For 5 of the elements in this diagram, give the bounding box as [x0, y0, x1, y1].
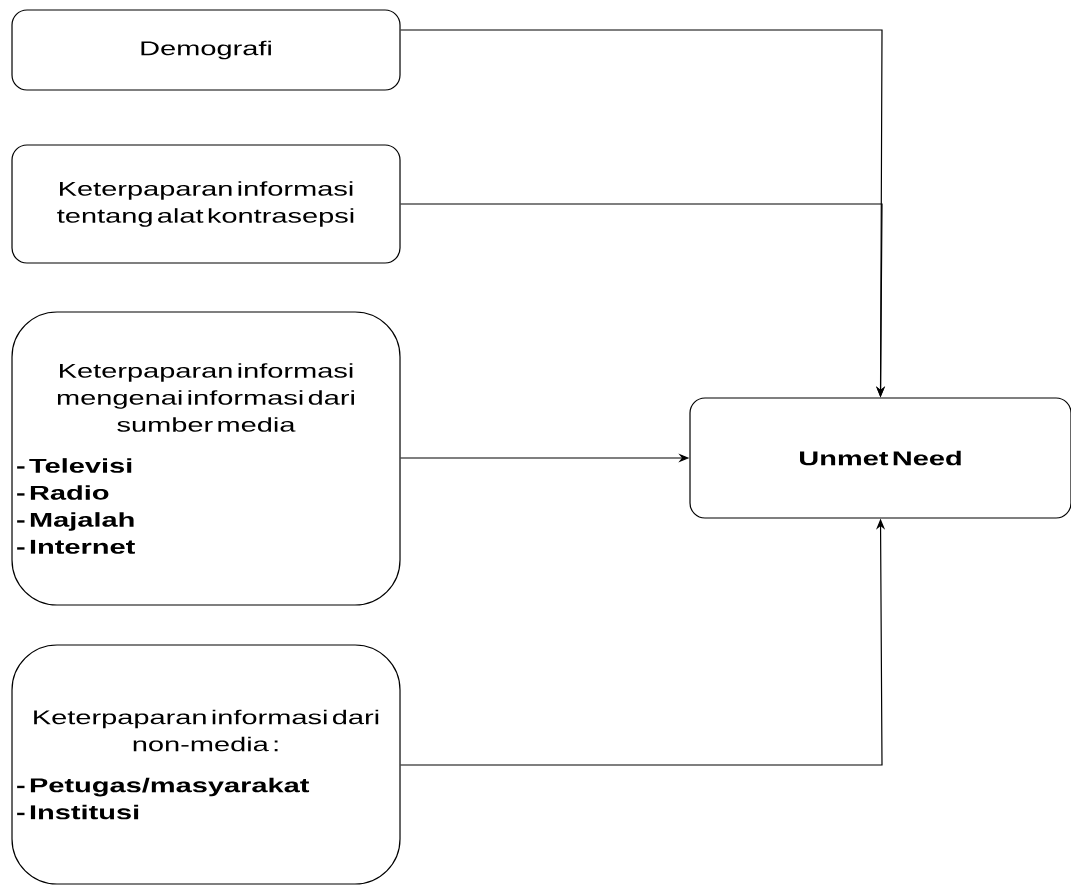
process-box: Keterpaparan informasi dari non-media : - Petugas/masyarakat - Institusi [11, 644, 401, 885]
process-box: Unmet Need [689, 397, 1071, 519]
process-box: Demografi [11, 9, 401, 91]
process-box: Keterpaparan informasi mengenai informasi dari sumber media - Televisi - Radio - Majalah - Internet [11, 311, 401, 606]
process-box: Keterpaparan informasi tentang alat kontrasepsi [11, 144, 401, 264]
